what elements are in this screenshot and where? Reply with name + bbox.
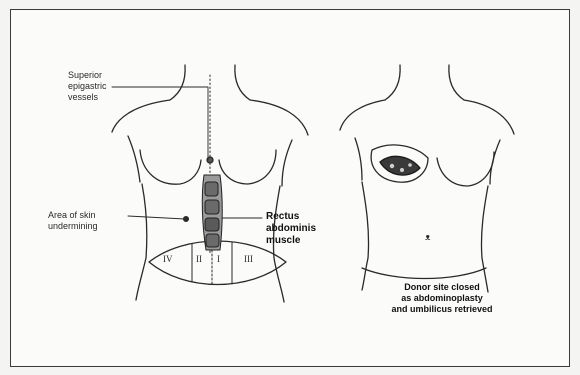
label-line: and umbilicus retrieved <box>372 304 512 315</box>
zone-label-i: I <box>217 254 220 265</box>
rectus-abdominis-muscle <box>202 175 222 250</box>
rectus-muscle-label: Rectus abdominis muscle <box>266 211 316 247</box>
label-line: Superior <box>68 70 107 81</box>
undermining-dot <box>184 217 189 222</box>
skin-undermining-label: Area of skin undermining <box>48 210 98 232</box>
reconstructed-breast <box>371 145 428 182</box>
label-line: abdominis <box>266 223 316 235</box>
zone-label-iv: IV <box>163 254 173 265</box>
donor-site-label: Donor site closed as abdominoplasty and … <box>372 282 512 315</box>
superior-vessels-label: Superior epigastric vessels <box>68 70 107 103</box>
label-line: undermining <box>48 221 98 232</box>
label-line: Area of skin <box>48 210 98 221</box>
zone-label-ii: II <box>196 254 202 265</box>
label-line: vessels <box>68 92 107 103</box>
umbilicus-mark: ᴥ <box>425 232 431 242</box>
right-torso-outline <box>340 65 514 292</box>
label-line: epigastric <box>68 81 107 92</box>
zone-label-iii: III <box>244 254 253 265</box>
label-line: Rectus <box>266 211 316 223</box>
label-line: Donor site closed <box>372 282 512 293</box>
label-line: as abdominoplasty <box>372 293 512 304</box>
label-line: muscle <box>266 235 316 247</box>
